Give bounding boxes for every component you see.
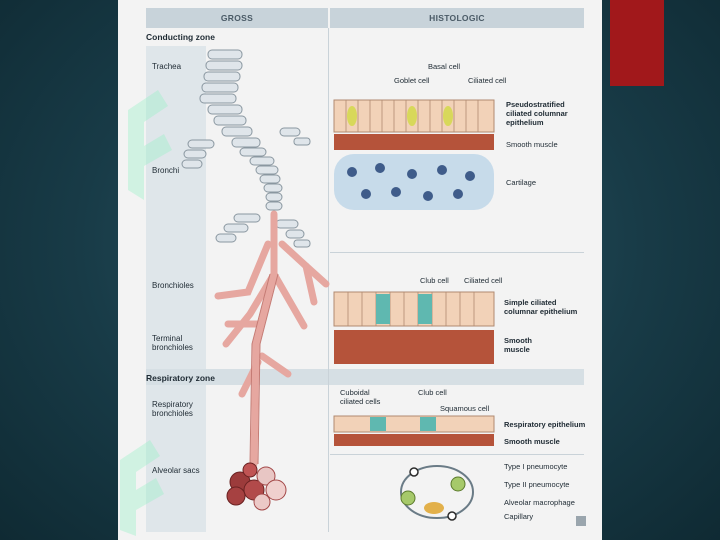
label-pseudostratified-epithelium: Pseudostratified ciliated columnar epith… [506,100,568,127]
label-terminal-bronchioles: Terminal bronchioles [152,334,193,352]
label-simple-ciliated-epithelium: Simple ciliated columnar epithelium [504,298,578,316]
label-capillary: Capillary [504,512,534,521]
label-bronchi: Bronchi [152,166,180,175]
corner-mark-icon [576,516,586,526]
label-type-1-pneumocyte: Type I pneumocyte [504,462,568,471]
alveolus-histology [400,465,474,521]
label-smooth-muscle-bronchiole: Smooth muscle [504,336,532,354]
label-cuboidal-ciliated-cells: Cuboidal ciliated cells [340,388,381,406]
respiratory-zone-label: Respiratory zone [146,373,215,383]
logo-watermark-icon [120,440,164,536]
figure-panel: GROSS HISTOLOGIC Conducting zone Respira… [118,0,602,540]
label-alveolar-sacs: Alveolar sacs [152,466,200,475]
gross-label-band [146,46,206,532]
label-club-cell-bronchiole: Club cell [420,276,449,285]
header-histologic: HISTOLOGIC [330,8,584,28]
airway-tree-illustration [181,49,330,511]
respiratory-bronchiole-histology [333,415,495,446]
label-smooth-muscle-respiratory: Smooth muscle [504,437,560,446]
label-smooth-muscle-trachea: Smooth muscle [506,140,558,149]
label-type-2-pneumocyte: Type II pneumocyte [504,480,570,489]
label-trachea: Trachea [152,62,182,71]
label-bronchioles: Bronchioles [152,281,194,290]
row-divider [330,252,584,253]
label-ciliated-cell-bronchiole: Ciliated cell [464,276,503,285]
column-divider [328,28,329,532]
label-ciliated-cell: Ciliated cell [468,76,507,85]
accent-tab [610,0,664,86]
row-divider [330,454,584,455]
conducting-zone-label: Conducting zone [146,32,215,42]
label-alveolar-macrophage: Alveolar macrophage [504,498,575,507]
label-cartilage: Cartilage [506,178,537,187]
logo-watermark-icon [128,90,172,200]
label-goblet-cell: Goblet cell [394,76,430,85]
trachea-histology [333,99,495,210]
label-respiratory-bronchioles: Respiratory bronchioles [152,400,193,418]
bronchiole-histology [333,291,495,364]
label-club-cell-respiratory: Club cell [418,388,447,397]
label-squamous-cell: Squamous cell [440,404,490,413]
label-basal-cell: Basal cell [428,62,461,71]
label-respiratory-epithelium: Respiratory epithelium [504,420,586,429]
header-gross: GROSS [146,8,328,28]
